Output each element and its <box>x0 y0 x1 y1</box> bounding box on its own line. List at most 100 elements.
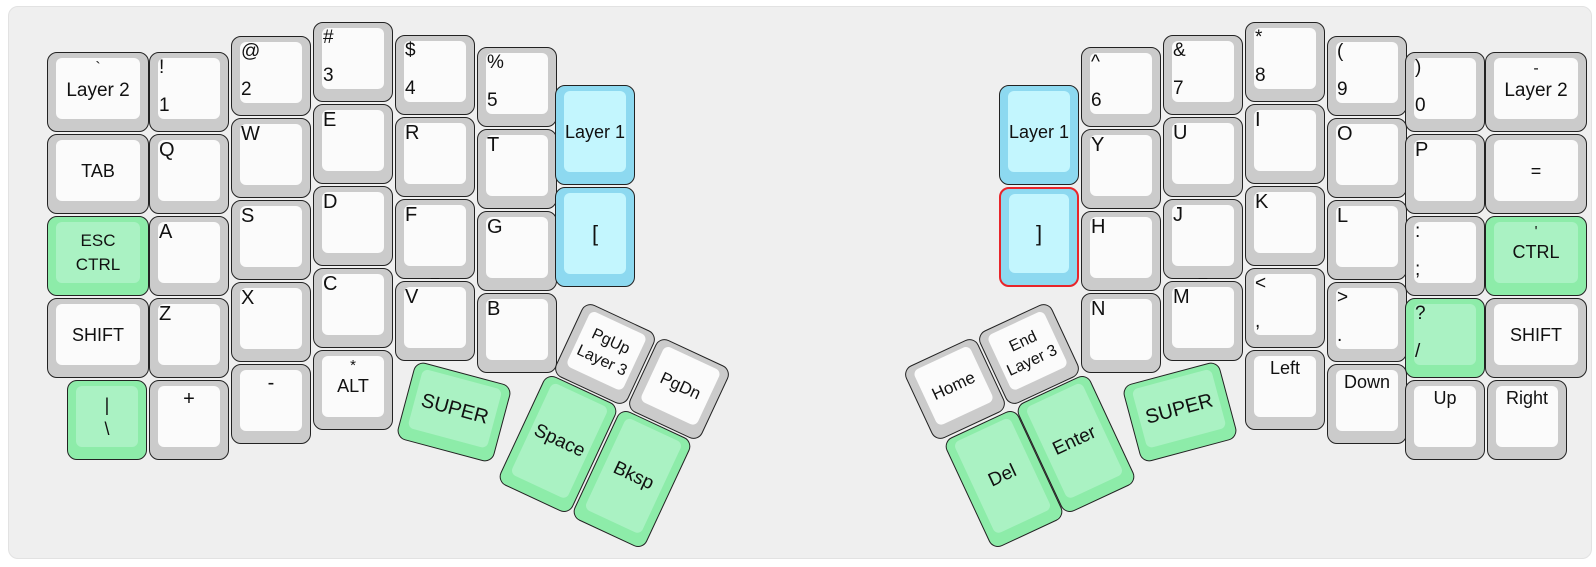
keycap-top <box>1254 356 1316 417</box>
key-label: Down <box>1336 370 1398 431</box>
key-super-right[interactable]: SUPER <box>1121 360 1239 464</box>
key-semicolon[interactable]: :; <box>1405 216 1485 296</box>
key-rbracket[interactable]: ] <box>999 187 1079 287</box>
key-label-line: Up <box>1433 388 1457 408</box>
key-label-line: ; <box>1415 259 1421 280</box>
key-comma[interactable]: <, <box>1245 268 1325 348</box>
key-label-line: D <box>323 191 338 213</box>
key-3[interactable]: #3 <box>313 22 393 102</box>
keycap-top <box>1172 123 1234 184</box>
key-7[interactable]: &7 <box>1163 35 1243 115</box>
key-j[interactable]: J_ <box>1163 199 1243 280</box>
key-label: >. <box>1336 287 1398 349</box>
key-left[interactable]: Left <box>1245 350 1325 430</box>
keycap-top <box>56 222 140 283</box>
key-layer1-left[interactable]: Layer 1 <box>555 85 635 185</box>
key-right[interactable]: Right <box>1487 380 1567 460</box>
key-shift-left[interactable]: SHIFT <box>47 298 149 378</box>
key-b[interactable]: B <box>477 293 557 373</box>
key-1[interactable]: !1 <box>149 52 229 132</box>
key-super-left[interactable]: SUPER <box>395 360 513 464</box>
key-alt[interactable]: *ALT <box>313 350 393 430</box>
key-label-line: ! <box>159 57 165 78</box>
key-layer1-right[interactable]: Layer 1 <box>999 85 1079 185</box>
key-label-line: @ <box>241 41 261 62</box>
key-4[interactable]: $4 <box>395 35 475 115</box>
key-label-line: CTRL <box>1512 242 1560 262</box>
key-d[interactable]: D <box>313 186 393 266</box>
key-g[interactable]: G <box>477 211 557 291</box>
key-label-line: W <box>241 123 260 145</box>
key-label-line: B <box>487 298 501 320</box>
key-period[interactable]: >. <box>1327 282 1407 362</box>
key-n[interactable]: N <box>1081 293 1161 373</box>
key-label: <, <box>1254 273 1316 335</box>
key-up[interactable]: Up <box>1405 380 1485 460</box>
key-equals[interactable]: = <box>1485 134 1587 214</box>
key-8[interactable]: *8 <box>1245 22 1325 102</box>
key-label-line: Left <box>1269 358 1301 378</box>
keycap-top <box>486 299 548 360</box>
key-0[interactable]: )0 <box>1405 52 1485 132</box>
key-label-line: * <box>1255 27 1263 48</box>
key-label-line: SUPER <box>1142 389 1216 429</box>
key-label-line: J <box>1173 204 1183 226</box>
key-label-line: V <box>405 286 419 308</box>
key-a[interactable]: A <box>149 216 229 296</box>
key-u[interactable]: U <box>1163 117 1243 197</box>
key-f[interactable]: F_ <box>395 199 475 280</box>
key-quote-ctrl[interactable]: 'CTRL <box>1485 216 1587 296</box>
key-v[interactable]: V <box>395 281 475 361</box>
key-h[interactable]: H <box>1081 211 1161 291</box>
key-minus[interactable]: - <box>231 364 311 444</box>
key-lbracket[interactable]: [ <box>555 187 635 287</box>
key-p[interactable]: P <box>1405 134 1485 214</box>
key-m[interactable]: M <box>1163 281 1243 361</box>
key-label-line: ` <box>95 60 101 77</box>
key-pipe-backslash[interactable]: |\ <box>67 380 147 460</box>
key-s[interactable]: S <box>231 200 311 280</box>
key-5[interactable]: %5 <box>477 47 557 127</box>
key-z[interactable]: Z <box>149 298 229 378</box>
key-w[interactable]: W <box>231 118 311 198</box>
key-label-line: CTRL <box>75 254 121 274</box>
keycap-top <box>1090 53 1152 114</box>
key-k[interactable]: K <box>1245 186 1325 266</box>
key-e[interactable]: E <box>313 104 393 184</box>
key-q[interactable]: Q <box>149 134 229 214</box>
key-i[interactable]: I <box>1245 104 1325 184</box>
key-o[interactable]: O <box>1327 118 1407 198</box>
key-layer2-left[interactable]: `Layer 2 <box>47 52 149 132</box>
key-r[interactable]: R <box>395 117 475 197</box>
key-9[interactable]: (9 <box>1327 36 1407 116</box>
key-y[interactable]: Y <box>1081 129 1161 209</box>
key-plus[interactable]: + <box>149 380 229 460</box>
key-label-line: ] <box>1035 221 1043 246</box>
keycap-top <box>1494 140 1578 201</box>
key-label-line: SUPER <box>418 389 492 429</box>
key-label-line: 6 <box>1091 90 1102 111</box>
key-label-line: C <box>323 273 338 295</box>
key-6[interactable]: ^6 <box>1081 47 1161 127</box>
key-down[interactable]: Down <box>1327 364 1407 444</box>
key-layer2-right[interactable]: -Layer 2 <box>1485 52 1587 132</box>
keycap-top <box>56 304 140 365</box>
key-2[interactable]: @2 <box>231 36 311 116</box>
key-label-line: Q <box>159 139 175 161</box>
homing-bar: _ <box>430 263 440 280</box>
key-label: N <box>1090 298 1152 360</box>
key-x[interactable]: X <box>231 282 311 362</box>
key-shift-right[interactable]: SHIFT <box>1485 298 1587 378</box>
key-c[interactable]: C <box>313 268 393 348</box>
key-t[interactable]: T <box>477 129 557 209</box>
key-slash[interactable]: ?/ <box>1405 298 1485 378</box>
keycap-top <box>1414 140 1476 201</box>
keycap-top <box>1494 304 1578 365</box>
key-tab[interactable]: TAB <box>47 134 149 214</box>
key-label-line: SHIFT <box>1510 324 1562 345</box>
key-l[interactable]: L <box>1327 200 1407 280</box>
key-label: G <box>486 216 548 278</box>
key-label: T <box>486 134 548 196</box>
